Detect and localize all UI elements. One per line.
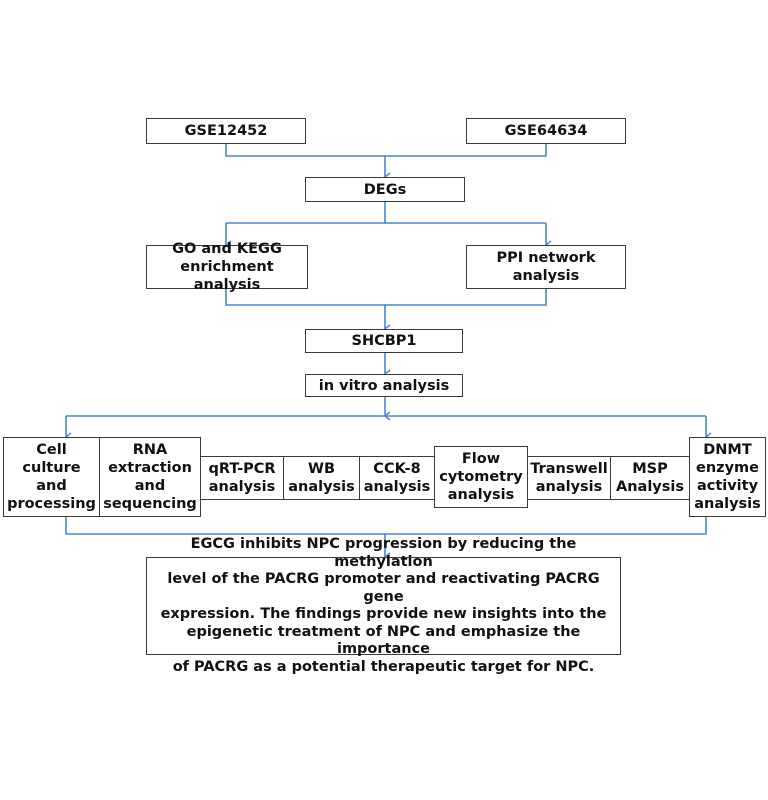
node-in-vitro-label: in vitro analysis bbox=[318, 377, 450, 394]
node-cell-line: Cell bbox=[36, 442, 67, 458]
node-degs: DEGs bbox=[305, 177, 465, 202]
node-ppi-line: analysis bbox=[512, 268, 580, 284]
node-degs-label: DEGs bbox=[363, 181, 407, 198]
node-flow-line: Flow bbox=[461, 451, 501, 467]
node-trans-line: Transwell bbox=[530, 461, 608, 477]
node-go-kegg: GO and KEGG enrichment analysis bbox=[146, 241, 308, 293]
node-dnmt-line: DNMT bbox=[703, 442, 752, 458]
connector-bottom-merge bbox=[65, 517, 707, 535]
conclusion-line: expression. The findings provide new ins… bbox=[160, 606, 607, 622]
node-qrt-pcr: qRT-PCR analysis bbox=[200, 456, 284, 500]
node-cell-line: and bbox=[36, 478, 67, 494]
node-wb-line: WB bbox=[307, 461, 336, 477]
node-rna-line: and bbox=[134, 478, 166, 494]
node-dnmt: DNMT enzyme activity analysis bbox=[689, 437, 766, 517]
connector-gse-merge bbox=[225, 144, 547, 157]
node-rna-line: extraction bbox=[108, 460, 192, 476]
conclusion-line: EGCG inhibits NPC progression by reducin… bbox=[190, 536, 577, 570]
node-qrt-line: analysis bbox=[208, 479, 276, 495]
node-wb: WB analysis bbox=[283, 456, 360, 500]
node-dnmt-line: enzyme bbox=[695, 460, 759, 476]
node-msp: MSP Analysis bbox=[610, 456, 690, 500]
node-rna-extraction: RNA extraction and sequencing bbox=[99, 437, 201, 517]
node-qrt-line: qRT-PCR bbox=[208, 461, 276, 477]
node-dnmt-line: analysis bbox=[694, 496, 761, 512]
node-msp-line: Analysis bbox=[616, 479, 684, 495]
node-cell-culture: Cell culture and processing bbox=[3, 437, 100, 517]
connector-go-ppi-merge bbox=[225, 289, 547, 306]
node-gse12452: GSE12452 bbox=[146, 118, 306, 144]
node-cell-line: culture bbox=[22, 460, 81, 476]
node-cck8: CCK-8 analysis bbox=[359, 456, 435, 500]
node-cck-line: analysis bbox=[363, 479, 431, 495]
node-flow-line: analysis bbox=[447, 487, 515, 503]
node-go-kegg-line: enrichment analysis bbox=[180, 259, 274, 293]
node-gse64634-label: GSE64634 bbox=[504, 123, 588, 139]
node-ppi-network: PPI network analysis bbox=[466, 245, 626, 289]
conclusion-line: of PACRG as a potential therapeutic targ… bbox=[172, 658, 595, 675]
node-rna-line: sequencing bbox=[103, 496, 197, 512]
node-cck-line: CCK-8 bbox=[373, 461, 421, 477]
conclusion-line: epigenetic treatment of NPC and emphasiz… bbox=[186, 623, 581, 658]
node-conclusion: EGCG inhibits NPC progression by reducin… bbox=[146, 536, 621, 675]
node-flow-cytometry: Flow cytometry analysis bbox=[434, 446, 528, 508]
node-go-kegg-line: GO and KEGG bbox=[172, 241, 282, 257]
node-wb-line: analysis bbox=[288, 479, 355, 495]
node-dnmt-line: activity bbox=[696, 478, 759, 494]
node-transwell: Transwell analysis bbox=[527, 456, 611, 500]
node-rna-line: RNA bbox=[132, 442, 168, 458]
node-trans-line: analysis bbox=[535, 479, 603, 495]
node-cell-line: processing bbox=[7, 496, 96, 512]
node-gse64634: GSE64634 bbox=[466, 118, 626, 144]
node-gse12452-label: GSE12452 bbox=[184, 123, 268, 139]
node-shcbp1: SHCBP1 bbox=[305, 329, 463, 353]
node-shcbp1-label: SHCBP1 bbox=[351, 333, 417, 349]
node-ppi-line: PPI network bbox=[496, 250, 596, 266]
conclusion-line: level of the PACRG promoter and reactiva… bbox=[167, 571, 600, 605]
node-in-vitro: in vitro analysis bbox=[305, 374, 463, 397]
node-msp-line: MSP bbox=[632, 461, 668, 477]
node-flow-line: cytometry bbox=[439, 469, 523, 485]
